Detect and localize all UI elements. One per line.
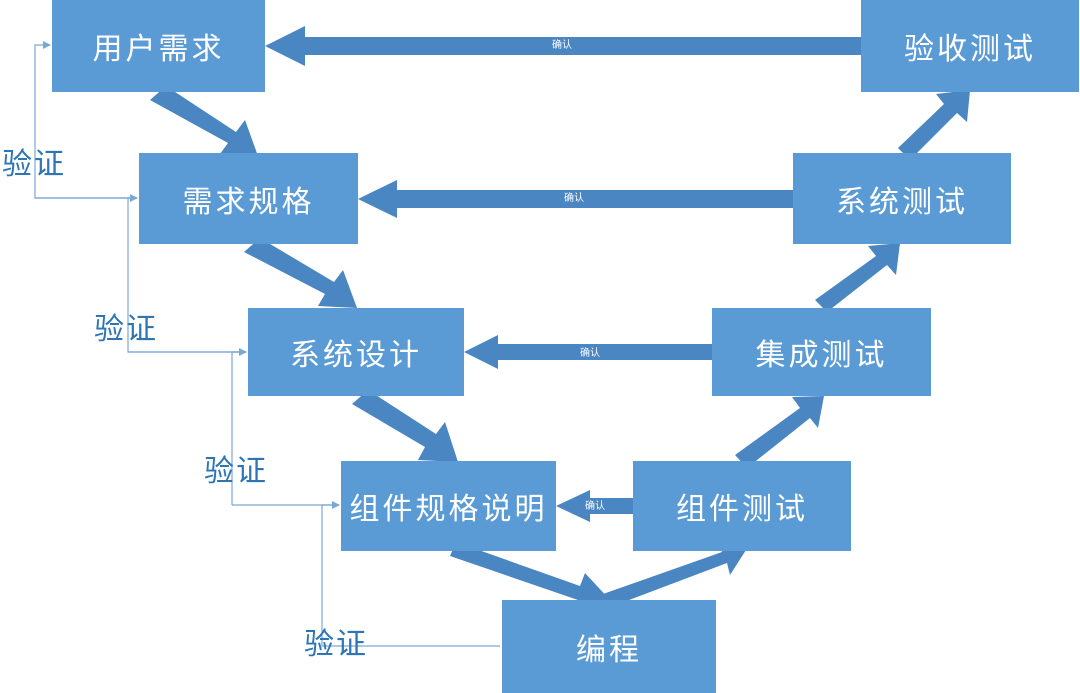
- box-label: 验收测试: [904, 32, 1036, 67]
- verify-label: 验证: [2, 147, 66, 182]
- box-integration-test: 集成测试: [712, 308, 931, 396]
- verify-connector-4: [321, 504, 500, 647]
- box-label: 组件测试: [676, 492, 808, 527]
- box-label: 集成测试: [755, 338, 888, 373]
- box-component-spec: 组件规格说明: [341, 461, 556, 551]
- flow-arrow-up-1: [603, 540, 746, 608]
- confirm-arrow-4: [556, 490, 633, 522]
- box-label: 系统测试: [836, 184, 968, 220]
- box-label: 需求规格: [182, 184, 315, 220]
- box-coding: 编程: [502, 600, 716, 693]
- box-label: 系统设计: [290, 338, 422, 373]
- flow-arrow-down-2: [244, 238, 357, 308]
- flow-arrow-down-4: [450, 542, 610, 612]
- flow-arrow-up-3: [815, 243, 900, 312]
- box-system-design: 系统设计: [248, 308, 464, 396]
- confirm-label: 确认: [564, 193, 584, 204]
- verify-label: 验证: [94, 312, 158, 347]
- confirm-label: 确认: [552, 40, 572, 51]
- box-label: 编程: [576, 632, 642, 668]
- box-user-requirements: 用户需求: [52, 0, 265, 92]
- box-requirements-spec: 需求规格: [139, 153, 358, 244]
- verify-connector-3: [231, 351, 246, 505]
- confirm-arrow-1: [265, 26, 861, 66]
- flow-arrow-down-1: [150, 86, 258, 156]
- box-component-test: 组件测试: [633, 461, 851, 551]
- confirm-arrow-3: [464, 335, 712, 369]
- box-label: 用户需求: [92, 32, 225, 67]
- verify-label: 验证: [304, 627, 368, 662]
- confirm-arrow-2: [358, 180, 793, 218]
- flow-arrow-up-2: [735, 396, 824, 468]
- verify-label: 验证: [204, 454, 268, 489]
- box-acceptance-test: 验收测试: [861, 0, 1079, 92]
- flow-arrow-up-4: [898, 90, 970, 160]
- flow-arrow-down-3: [352, 390, 458, 462]
- confirm-label: 确认: [580, 348, 600, 359]
- box-label: 组件规格说明: [349, 492, 548, 527]
- confirm-label: 确认: [585, 501, 605, 512]
- box-system-test: 系统测试: [793, 153, 1011, 244]
